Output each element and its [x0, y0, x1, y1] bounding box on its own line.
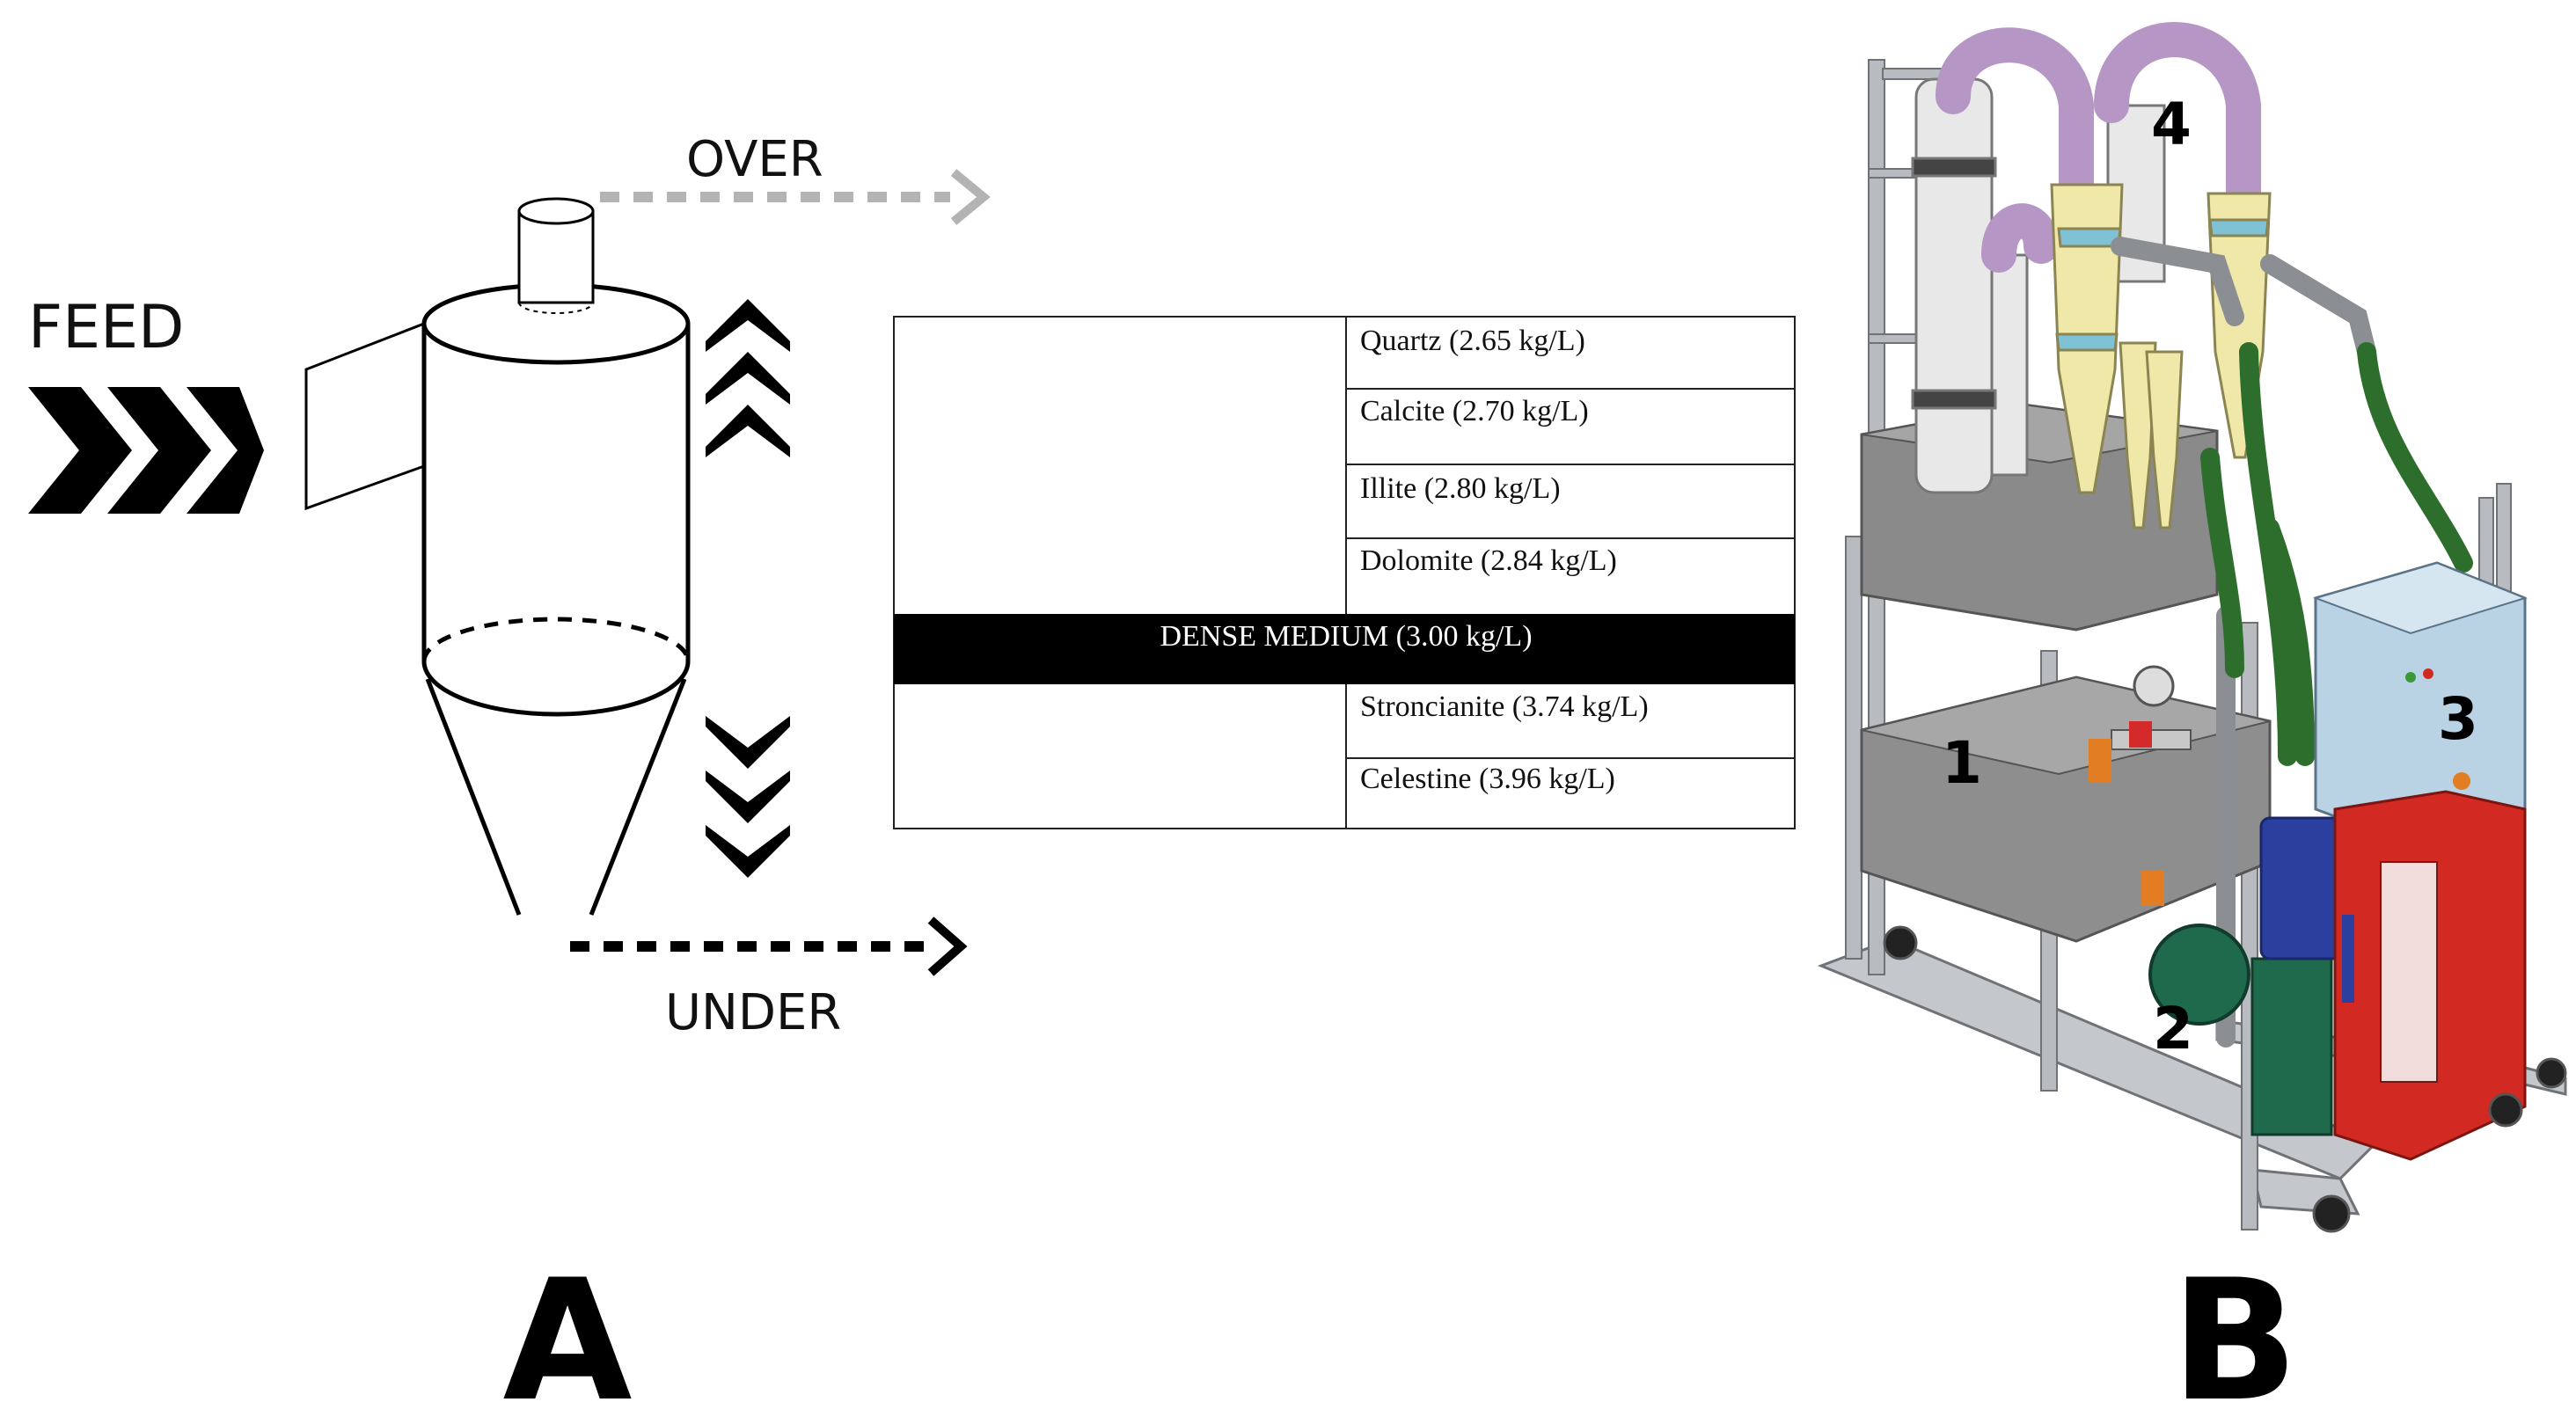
table-row-quartz: Quartz (2.65 kg/L)	[1360, 325, 1585, 357]
overflow-arrow-head	[950, 169, 991, 225]
red-cabinet	[2333, 790, 2527, 1161]
cyclone-schematic	[304, 197, 691, 916]
panel-a: FEED OVER	[28, 131, 1796, 1424]
underflow-arrow-head	[927, 916, 968, 976]
table-row-stroncianite: Stroncianite (3.74 kg/L)	[1360, 690, 1649, 723]
panel-a-label: A	[502, 1244, 632, 1424]
panel-b-label: B	[2171, 1244, 2299, 1424]
up-chevrons-icon	[706, 299, 790, 457]
hydrocyclones	[2050, 183, 2272, 529]
density-table: Quartz (2.65 kg/L) Calcite (2.70 kg/L) I…	[893, 316, 1796, 829]
down-chevrons-icon	[706, 716, 790, 878]
callout-2: 2	[2153, 995, 2193, 1063]
over-label: OVER	[686, 131, 823, 188]
table-row-calcite: Calcite (2.70 kg/L)	[1360, 395, 1589, 427]
cyclone-inlet	[304, 321, 426, 511]
green-hoses	[2200, 342, 2473, 766]
table-border	[893, 316, 1796, 829]
feed-label: FEED	[28, 293, 184, 362]
table-row-illite: Illite (2.80 kg/L)	[1360, 472, 1561, 505]
table-row-celestine: Celestine (3.96 kg/L)	[1360, 763, 1615, 795]
purple-pipes	[1936, 22, 2261, 273]
callout-4: 4	[2151, 91, 2192, 158]
valves	[2089, 665, 2192, 906]
casters	[1883, 925, 2567, 1233]
table-row-dolomite: Dolomite (2.84 kg/L)	[1360, 544, 1617, 577]
dense-medium-band	[894, 614, 1795, 684]
callout-1: 1	[1942, 729, 1982, 797]
table-row-dense-medium: DENSE MEDIUM (3.00 kg/L)	[1160, 620, 1532, 653]
callout-3: 3	[2438, 685, 2478, 753]
under-label: UNDER	[665, 984, 841, 1041]
feed-chevrons-icon	[28, 387, 264, 514]
control-cabinet	[2312, 561, 2528, 846]
panel-b: 1 2 3 4 B	[1817, 22, 2567, 1424]
